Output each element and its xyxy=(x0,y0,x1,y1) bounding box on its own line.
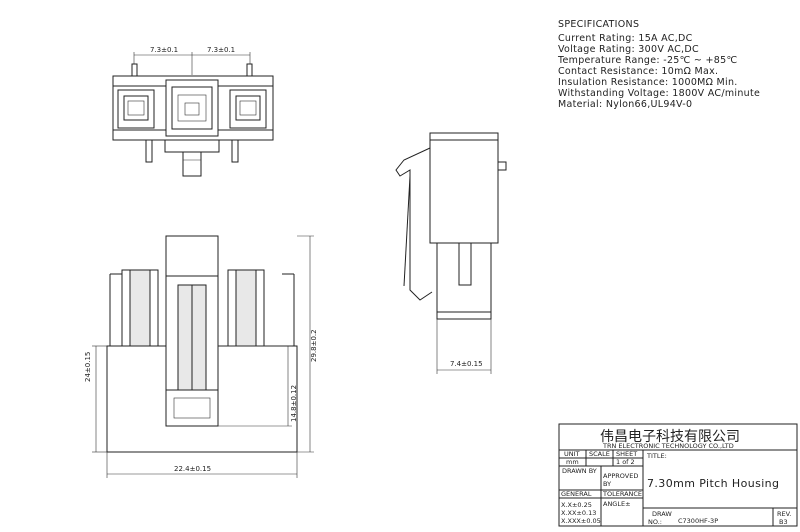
drawn-by-label: DRAWN BY xyxy=(562,467,597,475)
tolerance-line: X.XX±0.13 xyxy=(561,509,596,517)
scale-label: SCALE xyxy=(589,450,610,458)
unit-value: mm xyxy=(566,458,579,466)
angle-label: ANGLE± xyxy=(603,500,631,508)
tolerance-label: TOLERANCE xyxy=(602,490,642,498)
specifications-heading: SPECIFICATIONS xyxy=(558,19,639,30)
top-view: 7.3±0.1 7.3±0.1 xyxy=(112,46,274,177)
no-label: NO.: xyxy=(648,518,662,526)
dim-front-width: 22.4±0.15 xyxy=(174,465,211,473)
draw-number: C7300HF-3P xyxy=(678,517,718,525)
dim-front-inner-height: 14.8±0.12 xyxy=(290,385,298,422)
dim-top-right-pitch: 7.3±0.1 xyxy=(207,46,235,54)
tolerance-line: X.XXX±0.05 xyxy=(561,517,601,525)
drawing-title: 7.30mm Pitch Housing xyxy=(647,477,779,490)
sheet-label: SHEET xyxy=(616,450,637,458)
unit-label: UNIT xyxy=(564,450,580,458)
company-name-en: TRN ELECTRONIC TECHNOLOGY CO.,LTD xyxy=(602,442,734,450)
general-label: GENERAL xyxy=(561,490,592,498)
dim-side-width: 7.4±0.15 xyxy=(450,360,483,368)
tolerance-line: X.X±0.25 xyxy=(561,501,592,509)
rev-value: B3 xyxy=(779,518,788,526)
sheet-value: 1 of 2 xyxy=(616,458,635,466)
dim-front-total-height: 29.8±0.2 xyxy=(310,329,318,362)
dim-front-height: 24±0.15 xyxy=(84,352,92,382)
spec-line: Current Rating: 15A AC,DC xyxy=(558,33,693,44)
spec-line: Material: Nylon66,UL94V-0 xyxy=(558,99,692,110)
draw-label: DRAW xyxy=(652,510,672,518)
specifications-block: SPECIFICATIONS Current Rating: 15A AC,DC… xyxy=(557,19,760,110)
spec-line: Contact Resistance: 10mΩ Max. xyxy=(558,66,718,77)
dim-top-left-pitch: 7.3±0.1 xyxy=(150,46,178,54)
rev-label: REV. xyxy=(777,510,791,518)
company-name-cn: 伟昌电子科技有限公司 xyxy=(600,429,740,445)
front-view: 24±0.15 29.8±0.2 14.8±0.12 22.4±0.15 xyxy=(84,235,318,478)
spec-line: Temperature Range: -25℃ ~ +85℃ xyxy=(557,55,737,66)
spec-line: Insulation Resistance: 1000MΩ Min. xyxy=(558,77,738,88)
approved-label: APPROVED xyxy=(603,472,638,480)
spec-line: Withstanding Voltage: 1800V AC/minute xyxy=(558,88,760,99)
spec-line: Voltage Rating: 300V AC,DC xyxy=(558,44,699,55)
side-view: 7.4±0.15 xyxy=(395,132,507,374)
title-label: TITLE: xyxy=(646,452,667,460)
approved-by-label: BY xyxy=(603,480,611,488)
title-block: 伟昌电子科技有限公司 TRN ELECTRONIC TECHNOLOGY CO.… xyxy=(558,423,798,527)
